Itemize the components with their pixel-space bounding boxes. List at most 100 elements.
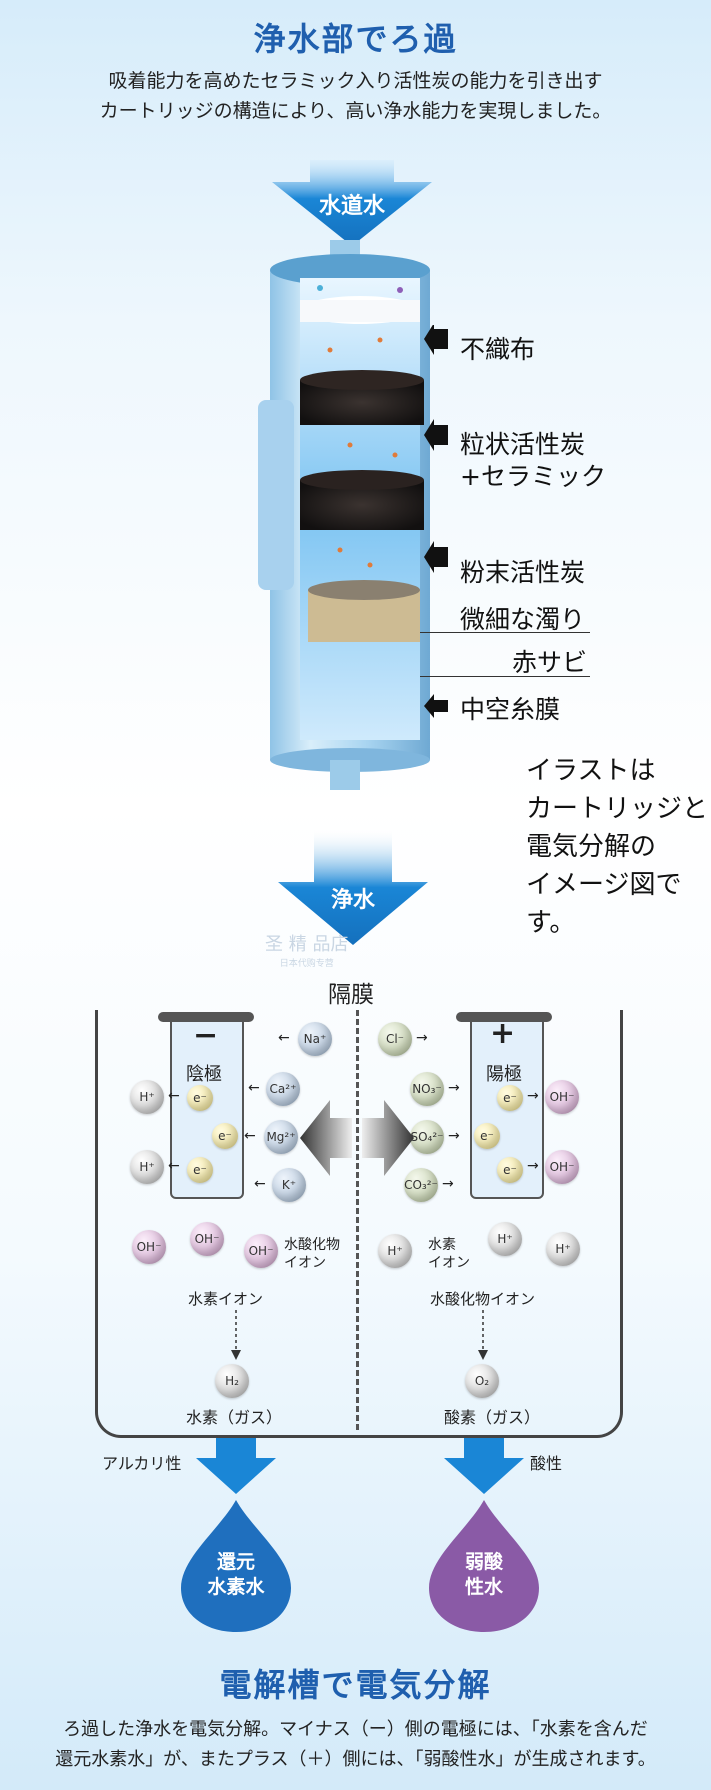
sodium-ion: Na⁺ bbox=[298, 1022, 332, 1056]
inflow-label: 水道水 bbox=[318, 194, 385, 219]
outflow-label: 浄水 bbox=[330, 888, 375, 913]
right-caption: 水酸化物イオン bbox=[430, 1290, 536, 1308]
hydrogen-ion: H⁺ bbox=[488, 1222, 522, 1256]
left-gas-label: 水素（ガス） bbox=[186, 1408, 283, 1427]
sulfate-ion: SO₄²⁻ bbox=[410, 1120, 444, 1154]
electron: e⁻ bbox=[187, 1085, 213, 1111]
left-down-arrow bbox=[231, 1310, 241, 1360]
hydroxide-ion: OH⁻ bbox=[545, 1150, 579, 1184]
inflow-arrow bbox=[272, 160, 432, 246]
label-powder: 粉末活性炭 bbox=[460, 558, 586, 587]
hydrogen-ion: H⁺ bbox=[546, 1232, 580, 1266]
cathode-label: 陰極 bbox=[186, 1064, 222, 1085]
anode-cap bbox=[456, 1012, 552, 1022]
anode-label: 陽極 bbox=[486, 1064, 522, 1085]
right-gas-label: 酸素（ガス） bbox=[444, 1408, 541, 1427]
potassium-ion: K⁺ bbox=[272, 1168, 306, 1202]
acid-drop-shape bbox=[429, 1500, 539, 1632]
calcium-ion: Ca²⁺ bbox=[266, 1072, 300, 1106]
oxygen-molecule: O₂ bbox=[465, 1364, 499, 1398]
note-line-2: カートリッジと bbox=[526, 794, 709, 824]
cathode-sign: − bbox=[193, 1018, 219, 1053]
left-oh-label-2: イオン bbox=[284, 1255, 326, 1271]
right-down-arrow bbox=[478, 1310, 488, 1360]
hydrogen-ion: H⁺ bbox=[130, 1150, 164, 1184]
page-title: 浄水部でろ過 bbox=[253, 20, 458, 58]
acid-drop-text: 弱酸 性水 bbox=[429, 1550, 539, 1600]
magnesium-ion: Mg²⁺ bbox=[264, 1120, 298, 1154]
arrow: ← bbox=[254, 1176, 266, 1192]
arrow: → bbox=[448, 1080, 460, 1096]
membrane-divider bbox=[356, 1010, 359, 1430]
nitrate-ion: NO₃⁻ bbox=[410, 1072, 444, 1106]
hydroxide-ion: OH⁻ bbox=[545, 1080, 579, 1114]
hydrogen-ion: H⁺ bbox=[130, 1080, 164, 1114]
arrow: ← bbox=[168, 1088, 180, 1104]
acid-drop-line-1: 弱酸 bbox=[464, 1551, 503, 1573]
footer-line-1: ろ過した浄水を電気分解。マイナス（ー）側の電極には、「水素を含んだ bbox=[63, 1719, 648, 1740]
label-turbidity: 微細な濁り bbox=[460, 605, 586, 634]
right-h-label-2: イオン bbox=[428, 1255, 470, 1271]
alkaline-label: アルカリ性 bbox=[102, 1454, 182, 1473]
left-oh-label-1: 水酸化物 bbox=[284, 1237, 340, 1253]
cathode-cap bbox=[158, 1012, 254, 1022]
electron: e⁻ bbox=[497, 1157, 523, 1183]
arrow: → bbox=[416, 1030, 428, 1046]
migration-arrows bbox=[300, 1100, 414, 1176]
cartridge-illustration bbox=[250, 240, 450, 810]
membrane-label: 隔膜 bbox=[328, 982, 374, 1008]
arrow: → bbox=[448, 1128, 460, 1144]
note-line-1: イラストは bbox=[526, 756, 656, 786]
label-granular-1: 粒状活性炭 bbox=[460, 430, 586, 459]
electron: e⁻ bbox=[212, 1123, 238, 1149]
acid-drop-line-2: 性水 bbox=[464, 1576, 503, 1598]
alkaline-drop-text: 還元 水素水 bbox=[181, 1550, 291, 1600]
hydrogen-molecule: H₂ bbox=[215, 1364, 249, 1398]
hydroxide-ion: OH⁻ bbox=[190, 1222, 224, 1256]
right-h-label-1: 水素 bbox=[428, 1237, 456, 1253]
arrow: ← bbox=[248, 1080, 260, 1096]
arrow: → bbox=[527, 1088, 539, 1104]
hydrogen-ion: H⁺ bbox=[378, 1234, 412, 1268]
chloride-ion: Cl⁻ bbox=[378, 1022, 412, 1056]
arrow: → bbox=[442, 1176, 454, 1192]
layer-pointer-arrow-hollow bbox=[424, 692, 448, 720]
illustration-note: イラストは カートリッジと 電気分解の イメージ図です。 bbox=[526, 752, 711, 942]
electrolysis-tank bbox=[95, 1010, 623, 1438]
carbonate-ion: CO₃²⁻ bbox=[404, 1168, 438, 1202]
arrow: → bbox=[527, 1158, 539, 1174]
outflow-arrow bbox=[278, 830, 428, 945]
arrow: ← bbox=[278, 1030, 290, 1046]
watermark-line-1: 圣 精 品店 bbox=[265, 934, 349, 955]
rust-rule bbox=[420, 676, 590, 677]
arrow: ← bbox=[244, 1128, 256, 1144]
electron: e⁻ bbox=[474, 1123, 500, 1149]
watermark-line-2: 日本代购专营 bbox=[279, 959, 334, 969]
alkaline-drop-line-1: 還元 bbox=[216, 1551, 255, 1573]
acid-arrow bbox=[444, 1438, 524, 1494]
alkaline-drop-shape bbox=[181, 1500, 291, 1632]
lead-line-1: 吸着能力を高めたセラミック入り活性炭の能力を引き出す bbox=[108, 70, 603, 92]
label-granular-2: +セラミック bbox=[460, 462, 606, 491]
acid-label: 酸性 bbox=[530, 1454, 563, 1473]
alkaline-arrow bbox=[196, 1438, 276, 1494]
turbidity-rule bbox=[420, 632, 590, 633]
footer-title: 電解槽で電気分解 bbox=[219, 1666, 492, 1704]
label-rust: 赤サビ bbox=[512, 648, 588, 677]
note-line-4: イメージ図です。 bbox=[526, 870, 682, 938]
hydroxide-ion: OH⁻ bbox=[244, 1234, 278, 1268]
arrow: ← bbox=[168, 1158, 180, 1174]
lead-line-2: カートリッジの構造により、高い浄水能力を実現しました。 bbox=[99, 100, 612, 122]
alkaline-drop-line-2: 水素水 bbox=[207, 1576, 265, 1598]
note-line-3: 電気分解の bbox=[526, 832, 657, 862]
layer-pointer-arrows bbox=[424, 323, 448, 717]
electron: e⁻ bbox=[497, 1085, 523, 1111]
anode-sign: + bbox=[490, 1016, 516, 1051]
hydroxide-ion: OH⁻ bbox=[132, 1230, 166, 1264]
watermark: 圣 精 品店 日本代购专营 bbox=[265, 930, 348, 969]
electron: e⁻ bbox=[187, 1157, 213, 1183]
left-caption: 水素イオン bbox=[188, 1290, 264, 1308]
label-hollow-fiber: 中空糸膜 bbox=[460, 695, 561, 724]
footer-line-2: 還元水素水」が、またプラス（＋）側には、「弱酸性水」が生成されます。 bbox=[55, 1749, 656, 1770]
label-nonwoven: 不織布 bbox=[460, 335, 536, 364]
